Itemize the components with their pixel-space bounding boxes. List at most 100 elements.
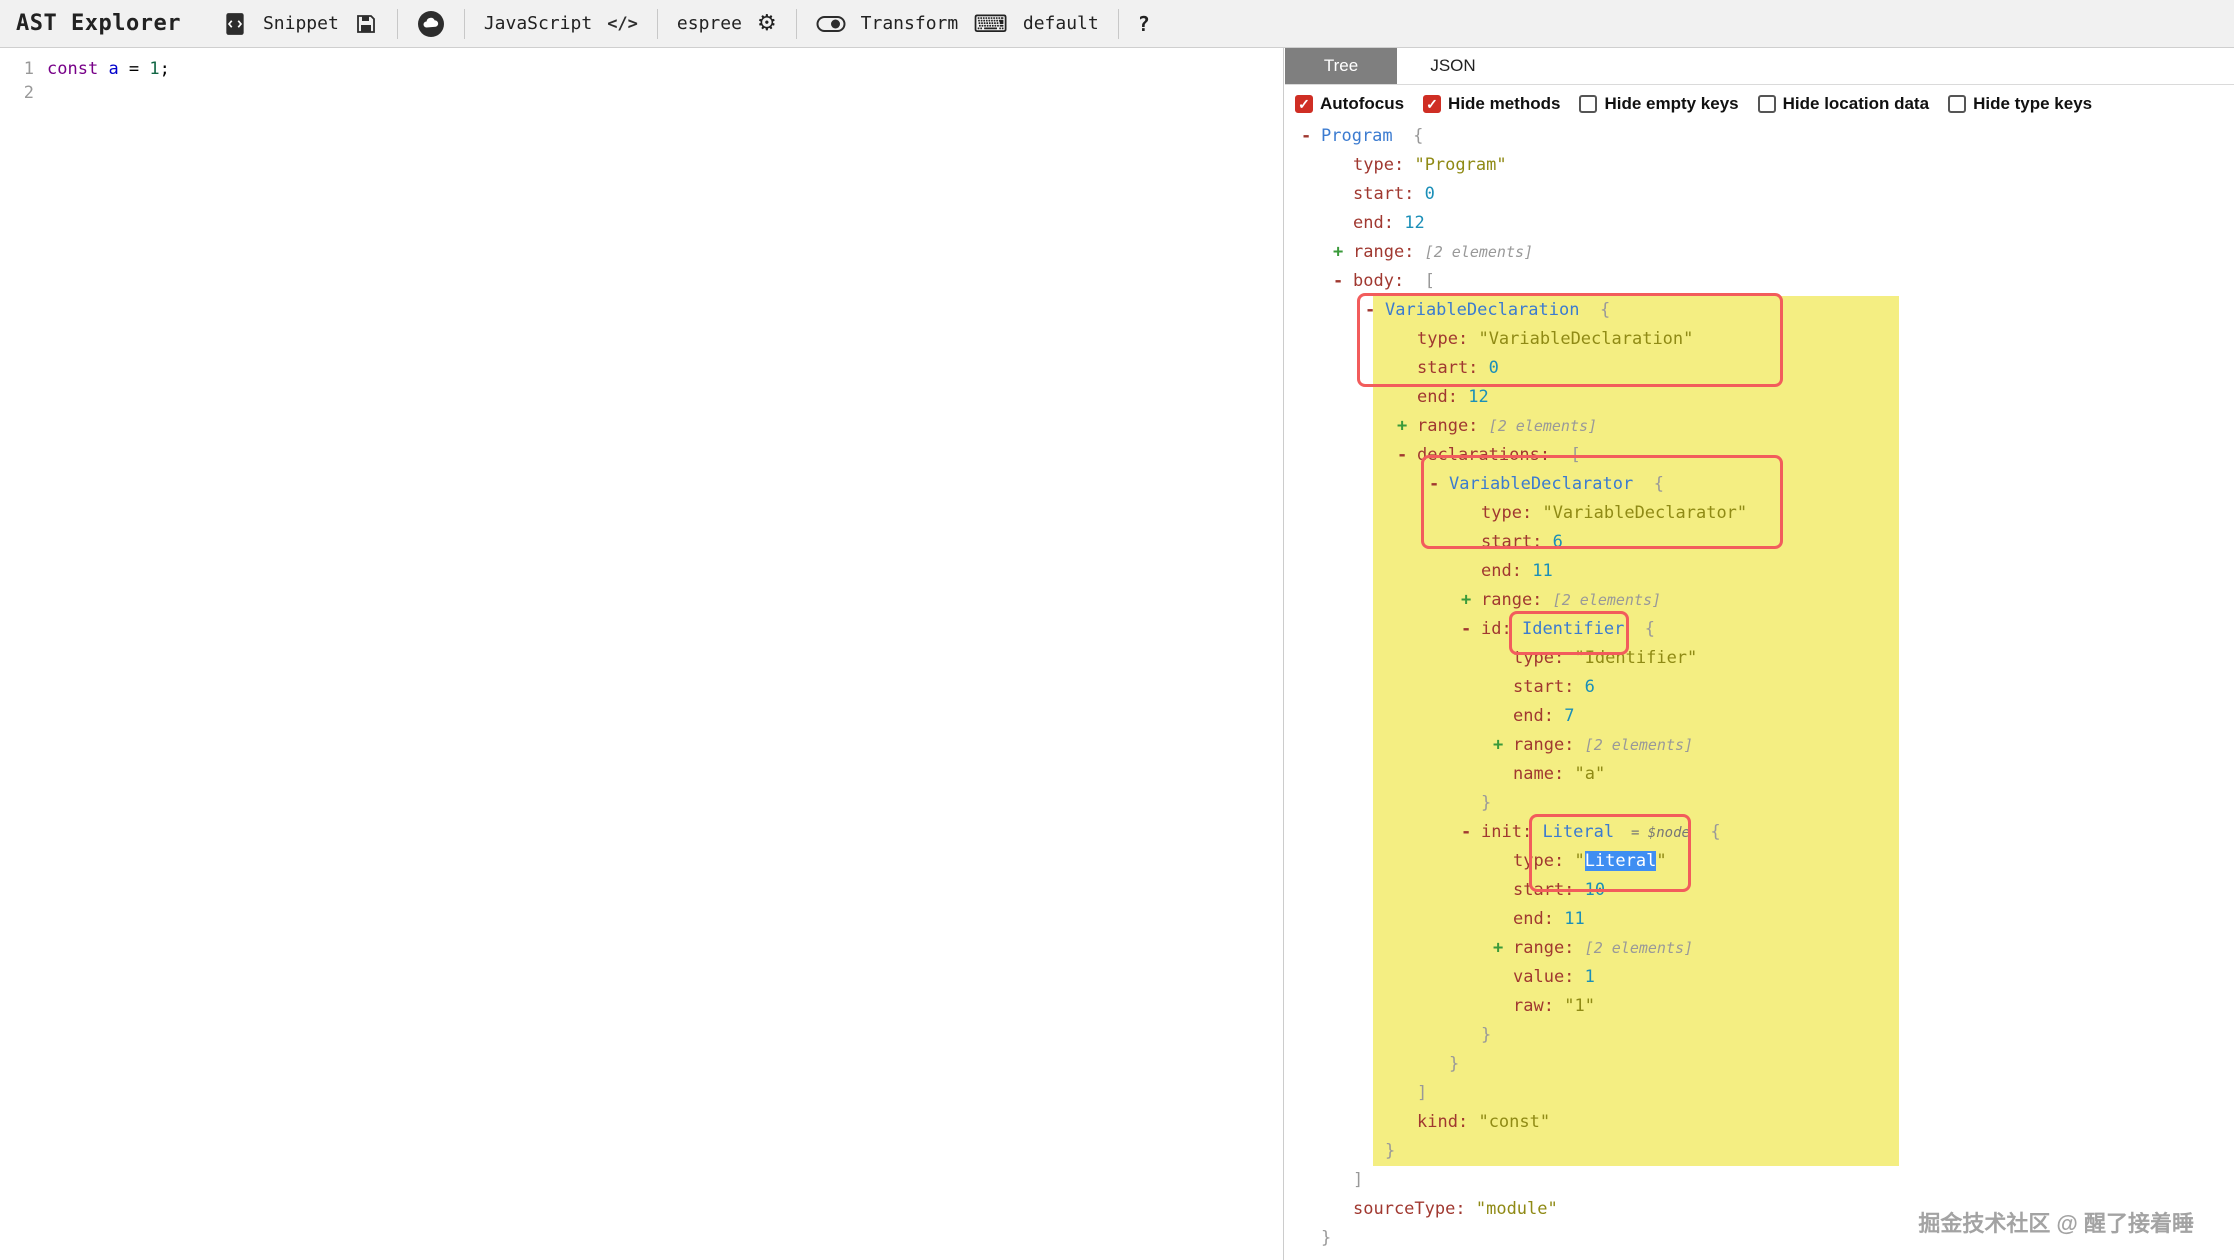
tree-line: +range: [2 elements] bbox=[1301, 238, 2234, 267]
tree-line: } bbox=[1301, 1137, 2234, 1166]
checkbox-unchecked[interactable] bbox=[1579, 95, 1598, 113]
marker-space bbox=[1333, 151, 1353, 180]
keyboard-icon[interactable]: ⌨ bbox=[973, 9, 1008, 38]
default-button[interactable]: default bbox=[1022, 13, 1099, 34]
tree-line: value: 1 bbox=[1301, 963, 2234, 992]
marker-space bbox=[1461, 789, 1481, 818]
checkbox-checked[interactable]: ✓ bbox=[1295, 95, 1313, 113]
collapse-toggle-icon[interactable]: - bbox=[1429, 474, 1440, 494]
toolbar-separator bbox=[463, 8, 465, 39]
tree-line: type: "VariableDeclaration" bbox=[1301, 325, 2234, 354]
toolbar-separator bbox=[656, 8, 658, 39]
tree-line: -Program { bbox=[1301, 122, 2234, 151]
tree-line: end: 11 bbox=[1301, 557, 2234, 586]
tab-json[interactable]: JSON bbox=[1430, 56, 1476, 75]
expand-toggle-icon[interactable]: + bbox=[1333, 242, 1344, 262]
help-button[interactable]: ? bbox=[1137, 11, 1150, 36]
option-hide-empty-keys[interactable]: Hide empty keys bbox=[1579, 94, 1739, 114]
tree-line: start: 10 bbox=[1301, 876, 2234, 905]
tree-line: -declarations: [ bbox=[1301, 441, 2234, 470]
marker-space bbox=[1493, 847, 1513, 876]
expand-toggle-icon[interactable]: + bbox=[1397, 416, 1408, 436]
code-text[interactable]: const a = 1; bbox=[47, 59, 170, 79]
collapse-toggle-icon[interactable]: - bbox=[1397, 445, 1408, 465]
ast-tree: -Program { type: "Program" start: 0 end:… bbox=[1285, 122, 2234, 1260]
snippet-button[interactable]: Snippet bbox=[262, 13, 339, 34]
marker-space bbox=[1333, 1166, 1353, 1195]
marker-space bbox=[1333, 209, 1353, 238]
expand-toggle-icon[interactable]: + bbox=[1493, 938, 1504, 958]
checkbox-unchecked[interactable] bbox=[1948, 95, 1967, 113]
tree-line: raw: "1" bbox=[1301, 992, 2234, 1021]
expand-toggle-icon[interactable]: + bbox=[1493, 735, 1504, 755]
app-logo[interactable]: AST Explorer bbox=[16, 11, 181, 36]
parser-button[interactable]: espree bbox=[676, 13, 742, 34]
code-icon[interactable]: </> bbox=[607, 13, 638, 34]
save-icon[interactable] bbox=[354, 12, 378, 36]
marker-space bbox=[1461, 557, 1481, 586]
cloud-share-icon[interactable] bbox=[417, 10, 445, 38]
tree-line: +range: [2 elements] bbox=[1301, 412, 2234, 441]
collapse-toggle-icon[interactable]: - bbox=[1301, 126, 1312, 146]
tree-line: +range: [2 elements] bbox=[1301, 934, 2234, 963]
new-snippet-icon[interactable] bbox=[222, 11, 248, 37]
tree-line: ] bbox=[1301, 1166, 2234, 1195]
tree-line: -VariableDeclarator { bbox=[1301, 470, 2234, 499]
ast-node-label[interactable]: Program bbox=[1321, 126, 1393, 146]
option-label: Hide location data bbox=[1782, 94, 1930, 113]
toolbar-separator bbox=[396, 8, 398, 39]
tree-line: -body: [ bbox=[1301, 267, 2234, 296]
tree-line: +range: [2 elements] bbox=[1301, 731, 2234, 760]
marker-space bbox=[1301, 1224, 1321, 1253]
option-hide-location-data[interactable]: Hide location data bbox=[1757, 94, 1930, 114]
expand-toggle-icon[interactable]: + bbox=[1461, 590, 1472, 610]
tree-line: -id: Identifier { bbox=[1301, 615, 2234, 644]
transform-button[interactable]: Transform bbox=[860, 13, 959, 34]
editor-line: 2 bbox=[0, 81, 1283, 105]
tree-line: +range: [2 elements] bbox=[1301, 586, 2234, 615]
marker-space bbox=[1397, 325, 1417, 354]
marker-space bbox=[1461, 1021, 1481, 1050]
tree-line: start: 0 bbox=[1301, 180, 2234, 209]
marker-space bbox=[1493, 644, 1513, 673]
ast-node-label[interactable]: Literal bbox=[1542, 822, 1615, 842]
collapse-toggle-icon[interactable]: - bbox=[1333, 271, 1344, 291]
tree-line: kind: "const" bbox=[1301, 1108, 2234, 1137]
option-hide-methods[interactable]: ✓ Hide methods bbox=[1423, 94, 1560, 114]
node-highlight bbox=[1373, 296, 1899, 1166]
collapse-toggle-icon[interactable]: - bbox=[1461, 619, 1472, 639]
tree-line: start: 6 bbox=[1301, 528, 2234, 557]
marker-space bbox=[1333, 1195, 1353, 1224]
gear-icon[interactable]: ⚙ bbox=[756, 11, 777, 36]
tree-line: type: "Program" bbox=[1301, 151, 2234, 180]
option-autofocus[interactable]: ✓Autofocus bbox=[1295, 94, 1404, 114]
collapse-toggle-icon[interactable]: - bbox=[1461, 822, 1472, 842]
tree-line: type: "Identifier" bbox=[1301, 644, 2234, 673]
marker-space bbox=[1461, 528, 1481, 557]
marker-space bbox=[1493, 876, 1513, 905]
marker-space bbox=[1397, 1079, 1417, 1108]
collapse-toggle-icon[interactable]: - bbox=[1365, 300, 1376, 320]
option-label: Hide empty keys bbox=[1604, 94, 1739, 113]
marker-space bbox=[1365, 1137, 1385, 1166]
checkbox-unchecked[interactable] bbox=[1757, 95, 1776, 113]
ast-node-label[interactable]: VariableDeclarator bbox=[1449, 474, 1634, 494]
option-label: Hide methods bbox=[1448, 94, 1561, 113]
tab-tree[interactable]: Tree bbox=[1285, 48, 1397, 84]
ast-node-label[interactable]: Identifier bbox=[1521, 619, 1625, 639]
checkbox-checked[interactable]: ✓ bbox=[1423, 95, 1442, 113]
tree-line: sourceType: "module" bbox=[1301, 1195, 2234, 1224]
transform-toggle-icon[interactable] bbox=[816, 14, 846, 34]
marker-space bbox=[1429, 1050, 1449, 1079]
tree-line: type: "VariableDeclarator" bbox=[1301, 499, 2234, 528]
ast-node-label[interactable]: VariableDeclaration bbox=[1385, 300, 1580, 320]
option-hide-type-keys[interactable]: Hide type keys bbox=[1948, 94, 2092, 114]
tree-line: start: 0 bbox=[1301, 354, 2234, 383]
language-button[interactable]: JavaScript bbox=[483, 13, 593, 34]
tree-line: end: 7 bbox=[1301, 702, 2234, 731]
marker-space bbox=[1397, 1108, 1417, 1137]
